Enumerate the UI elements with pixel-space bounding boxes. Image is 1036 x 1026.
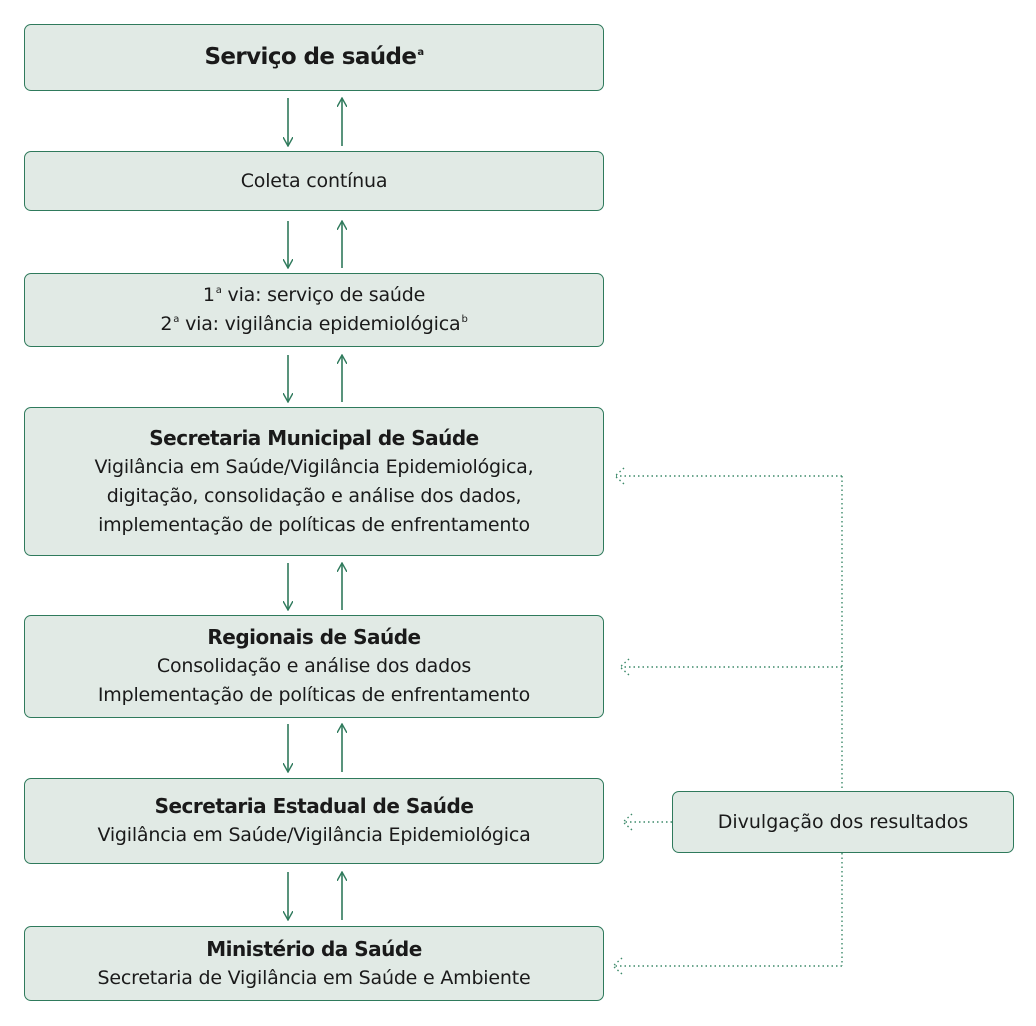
box-regionais-de-saude: Regionais de Saúde Consolidação e anális… <box>24 615 604 718</box>
box-line: Vigilância em Saúde/Vigilância Epidemiol… <box>94 455 534 478</box>
box-line: digitação, consolidação e análise dos da… <box>106 484 522 507</box>
box-line: implementação de políticas de enfrentame… <box>98 513 530 536</box>
footnote-marker-b: b <box>461 314 468 325</box>
box-ministerio-da-saude: Ministério da Saúde Secretaria de Vigilâ… <box>24 926 604 1001</box>
box-line: Vigilância em Saúde/Vigilância Epidemiol… <box>97 824 531 846</box>
box-title: Serviço de saúdea <box>204 44 424 70</box>
box-line: Consolidação e análise dos dados <box>156 655 472 677</box>
box-line: Secretaria de Vigilância em Saúde e Ambi… <box>97 966 531 989</box>
box-title: Ministério da Saúde <box>206 936 422 961</box>
box-title: Secretaria Estadual de Saúde <box>154 794 474 818</box>
box-vias: 1a via: serviço de saúde 2a via: vigilân… <box>24 273 604 347</box>
box-line: Implementação de políticas de enfrentame… <box>97 684 531 706</box>
box-coleta-continua: Coleta contínua <box>24 151 604 211</box>
box-line-via-1: 1a via: serviço de saúde <box>202 284 426 306</box>
box-secretaria-estadual: Secretaria Estadual de Saúde Vigilância … <box>24 778 604 864</box>
box-servico-de-saude: Serviço de saúdea <box>24 24 604 91</box>
box-line: Coleta contínua <box>240 169 388 192</box>
feedback-dotted-lines <box>611 467 843 975</box>
box-title: Regionais de Saúde <box>207 625 421 649</box>
box-line-via-2: 2a via: vigilância epidemiológicab <box>160 313 468 335</box>
box-title: Secretaria Municipal de Saúde <box>149 425 479 450</box>
box-divulgacao-resultados: Divulgação dos resultados <box>672 791 1014 853</box>
box-secretaria-municipal: Secretaria Municipal de Saúde Vigilância… <box>24 407 604 556</box>
side-box-label: Divulgação dos resultados <box>717 811 969 833</box>
footnote-marker-a: a <box>417 47 424 58</box>
vertical-arrows <box>288 98 342 920</box>
